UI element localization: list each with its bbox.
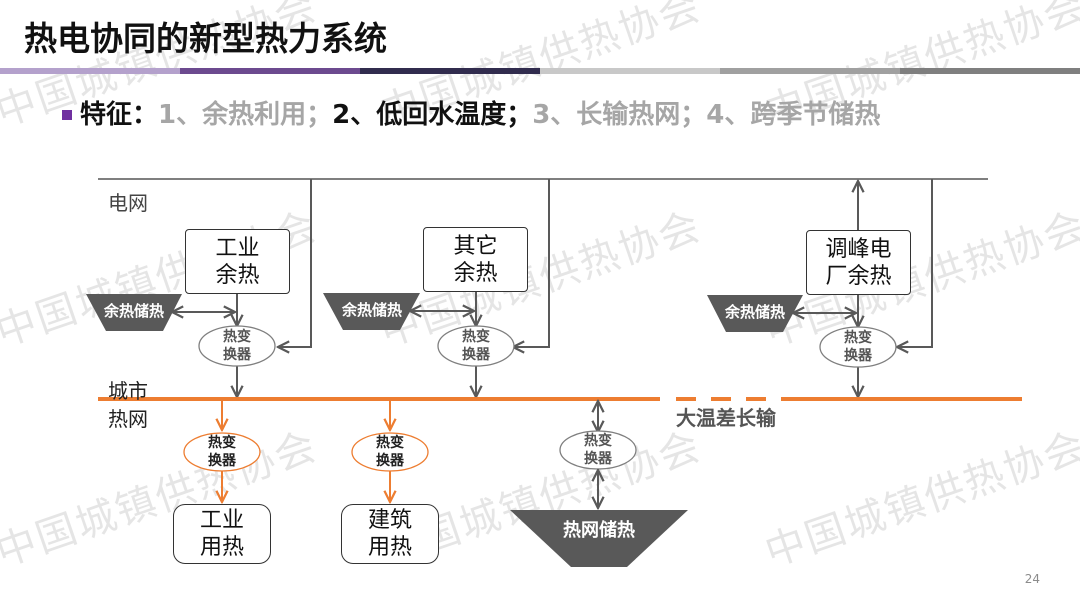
waste-heat-storage-shape [323,293,420,330]
grid-feed-line-3 [897,179,933,347]
city-network-label: 热网 [108,407,148,431]
feature-label: 特征： [80,100,159,130]
box-line: 调峰电 [825,236,892,262]
page-number: 24 [1024,572,1040,586]
grid-feed-line-2 [513,179,550,347]
header-bar-segment [540,68,720,74]
box-line: 其它 [453,233,498,259]
exchanger-text: 热变 [844,330,872,346]
box-line: 余热 [453,260,498,286]
box-line: 工业 [199,508,244,533]
exchanger-text: 热变 [208,435,236,451]
industrial-heat-use-box: 工业用热 [173,504,271,564]
heat-exchanger-label: 热变换器 [360,434,420,470]
heat-exchanger-shape [437,325,515,367]
long-distance-label: 大温差长输 [676,406,776,430]
header-bar-segment [0,68,180,74]
peak-plant-waste-heat-box: 调峰电厂余热 [806,230,911,295]
box-line: 用热 [367,535,412,560]
header-bar-segment [900,68,1080,74]
waste-heat-storage-shape [86,294,182,331]
slide-title: 热电协同的新型热力系统 [24,19,387,58]
feature-item: 3、长输热网； [532,100,707,130]
network-storage-label: 热网储热 [563,520,635,541]
exchanger-text: 换器 [584,451,612,467]
heat-exchanger-label: 热变换器 [828,329,888,365]
city-network-label: 城市 [108,379,148,403]
heat-exchanger-label: 热变换器 [568,432,628,468]
box-line: 建筑 [367,508,412,533]
header-divider-bar [0,68,1080,74]
building-heat-use-box: 建筑用热 [341,504,439,564]
exchanger-text: 热变 [376,435,404,451]
feature-item: 1、余热利用； [158,100,333,130]
feature-line: 特征： 1、余热利用； 2、低回水温度； 3、长输热网； 4、跨季节储热 [62,94,880,131]
heat-exchanger-label: 热变换器 [446,328,506,364]
box-line: 工业 [215,235,260,261]
exchanger-text: 换器 [223,347,251,363]
heat-exchanger-label: 热变换器 [192,434,252,470]
header-bar-segment [360,68,540,74]
power-grid-label: 电网 [108,191,148,215]
waste-heat-storage-label: 余热储热 [724,303,785,321]
other-waste-heat-box: 其它余热 [423,227,528,292]
exchanger-text: 换器 [376,453,404,469]
waste-heat-storage-label: 余热储热 [341,301,402,319]
exchanger-text: 换器 [844,348,872,364]
exchanger-text: 换器 [208,453,236,469]
heat-exchanger-label: 热变换器 [207,328,267,364]
heat-exchanger-shape [198,325,276,367]
heat-exchanger-shape [819,326,897,368]
box-line: 余热 [215,262,260,288]
exchanger-text: 热变 [462,329,490,345]
feature-item: 4、跨季节储热 [706,100,881,130]
grid-feed-line-1 [278,179,312,347]
network-storage-shape [510,510,688,567]
exchanger-text: 换器 [462,347,490,363]
box-line: 厂余热 [825,263,892,289]
exchanger-text: 热变 [223,329,251,345]
exchanger-text: 热变 [584,433,612,449]
waste-heat-storage-shape [707,295,803,332]
header-bar-segment [180,68,360,74]
bullet-square-icon [62,109,72,120]
waste-heat-storage-label: 余热储热 [103,302,164,320]
box-line: 用热 [199,535,244,560]
header-bar-segment [720,68,900,74]
feature-item: 2、低回水温度； [332,100,533,130]
industrial-waste-heat-box: 工业余热 [185,229,290,294]
